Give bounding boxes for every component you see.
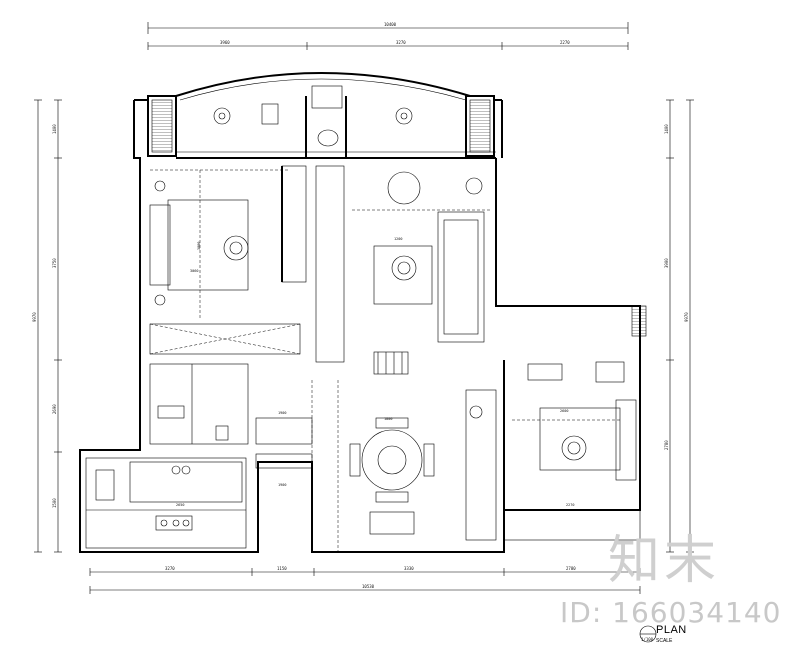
plan-title: PLAN <box>656 624 687 636</box>
left-total-dimension: 9970 <box>32 312 37 322</box>
top-segment-dimension: 2270 <box>560 40 570 45</box>
right-dimension-lines: 1400 3900 2780 9970 <box>664 99 694 553</box>
bedroom-2: 2600 2270 <box>512 361 625 507</box>
bedroom2-width-label: 2600 <box>560 409 568 413</box>
sink <box>95 469 115 501</box>
bedroom2-wardrobe-label: 2270 <box>566 503 574 507</box>
left-segment-dimension: 1400 <box>52 124 57 134</box>
top-dimension-lines: 10400 3960 3270 2270 <box>147 22 629 50</box>
bottom-segment-dimension: 3270 <box>165 566 175 571</box>
exterior-walls <box>79 72 641 553</box>
chair <box>261 103 279 125</box>
sofa <box>437 211 485 343</box>
dining-table <box>361 429 423 491</box>
right-segment-dimension: 2780 <box>664 440 669 450</box>
coffee-table <box>373 245 433 305</box>
dining-area: 1800 <box>311 380 435 552</box>
stove <box>155 515 193 531</box>
kitchen: 2650 <box>95 465 193 531</box>
left-dimension-lines: 9970 1400 3750 2690 1500 <box>32 99 62 553</box>
bed <box>167 199 249 291</box>
scale-circle-label: 1/100 <box>641 637 654 642</box>
bedroom1-height-label: 3800 <box>197 242 201 250</box>
right-total-dimension: 9970 <box>684 312 689 322</box>
toilet <box>215 425 229 441</box>
balcony <box>213 85 413 147</box>
dining-table-label: 1800 <box>384 417 392 421</box>
top-segment-dimension: 3270 <box>396 40 406 45</box>
closet-label: 1900 <box>278 483 286 487</box>
bottom-dimension-lines: 3270 1150 3330 2780 10530 <box>89 566 641 594</box>
scale-title: SCALE <box>656 638 673 644</box>
armchair <box>387 171 421 205</box>
right-segment-dimension: 1400 <box>664 124 669 134</box>
bottom-segment-dimension: 3330 <box>404 566 414 571</box>
watermark-id: ID: 166034140 <box>560 596 782 629</box>
top-total-dimension: 10400 <box>384 22 397 27</box>
bathroom: 1900 1900 <box>157 405 483 487</box>
top-segment-dimension: 3960 <box>220 40 230 45</box>
bath-width-label: 1900 <box>278 411 286 415</box>
bottom-segment-dimension: 1150 <box>277 566 287 571</box>
left-segment-dimension: 2690 <box>52 404 57 414</box>
bottom-total-dimension: 10530 <box>362 584 375 589</box>
interior-walls <box>85 96 647 549</box>
desk <box>595 361 625 383</box>
living-table-label: 1200 <box>394 237 402 241</box>
left-segment-dimension: 3750 <box>52 258 57 268</box>
nightstand-lamp <box>154 180 166 192</box>
bedroom1-width-label: 3060 <box>190 269 198 273</box>
kitchen-length-label: 2650 <box>176 503 184 507</box>
scale-marker: 1/100 <box>639 625 657 643</box>
living-room: 1200 <box>352 171 490 375</box>
left-segment-dimension: 1500 <box>52 498 57 508</box>
bedroom-1: 3060 3800 <box>149 169 290 320</box>
watermark-logo-text: 知末 <box>608 531 721 591</box>
bottom-segment-dimension: 2780 <box>566 566 576 571</box>
right-segment-dimension: 3900 <box>664 258 669 268</box>
bed <box>539 407 621 471</box>
